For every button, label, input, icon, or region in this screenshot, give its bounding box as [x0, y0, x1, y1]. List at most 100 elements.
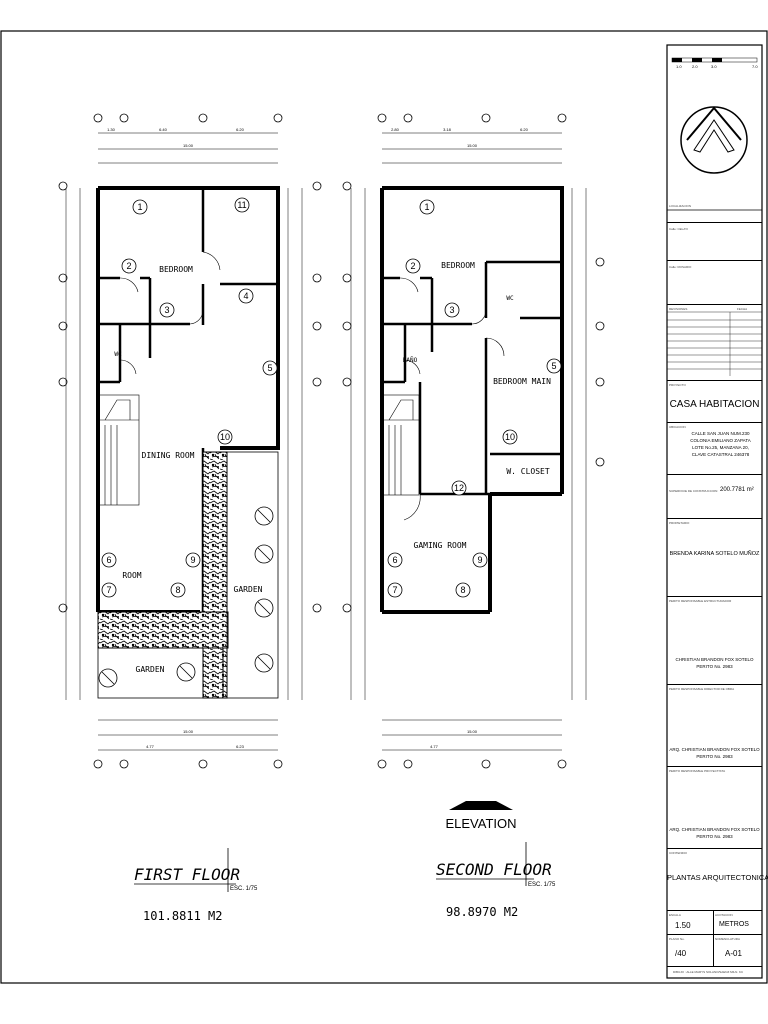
revisions-header: REVISIONES FECHA [667, 304, 762, 313]
second-floor-caption: SECOND FLOOR ESC. 1/75 98.8970 M2 [436, 842, 556, 919]
room-dining-room: DINING ROOM [142, 451, 195, 460]
address-line-3: LOTE No.25, MANZANA 20, [692, 445, 749, 450]
scale-label: ESCALA [669, 913, 681, 917]
date-label: FECHA [737, 307, 748, 311]
dim-top-1: 1.30 [107, 127, 116, 132]
dim-top-2: 6.40 [159, 127, 168, 132]
address-label: UBICACION [669, 425, 686, 429]
structural-name: CHRISTIAN BRANDON FOX SOTELO [675, 657, 754, 662]
location-map-icon [680, 106, 748, 174]
marker-2: 2 [126, 261, 131, 271]
construction-label: SUPERFICIE DE CONSTRUCCION: [669, 489, 719, 493]
dim-top-1: 2.80 [391, 127, 400, 132]
content-section: CONTENIDO PLANTAS ARQUITECTONICAS [667, 848, 768, 911]
street2-label: Calle: ROSARIO [669, 265, 692, 269]
content-value: PLANTAS ARQUITECTONICAS [667, 873, 768, 882]
sheet-label: PLANO No. [669, 937, 685, 941]
room-w-closet: W. CLOSET [506, 467, 550, 476]
footer-section: DIBUJO : ALLE MARYS SOLANO/SAENZ MILN. K… [667, 966, 762, 979]
dim-bottom-total: 15.00 [467, 729, 478, 734]
second-floor-area: 98.8970 M2 [446, 905, 518, 919]
address-line-4: CLAVE CATASTRAL 246378 [691, 452, 750, 457]
dim-bottom-2: 6.23 [236, 744, 245, 749]
location-section: LOCALIZACION [667, 200, 762, 222]
street2-section: Calle: ROSARIO [667, 260, 762, 305]
dim-bottom-1: 4.77 [430, 744, 439, 749]
revisions-label: REVISIONES [669, 307, 688, 311]
marker-4: 4 [243, 291, 248, 301]
location-label: LOCALIZACION [669, 204, 692, 208]
room-bedroom: BEDROOM [441, 261, 475, 270]
room-garden-right: GARDEN [234, 585, 263, 594]
room-gaming-room: GAMING ROOM [414, 541, 467, 550]
elevation-arrow-icon [449, 801, 513, 810]
address-line-2: COLONIA EMILIANO ZAPATA [690, 438, 751, 443]
scale-bar-label-2: 2.0 [692, 64, 698, 69]
owner-section: PROPIETARIO BRENDA KARINA SOTELO MUÑOZ [667, 518, 762, 597]
structural-label: PERITO RESPONSABLE ESTRUCTURADOR [669, 599, 732, 603]
room-bano: BAÑO [403, 357, 418, 364]
first-floor-area: 101.8811 M2 [143, 909, 222, 923]
marker-8: 8 [175, 585, 180, 595]
scale-section: ESCALA 1.50 ACOTACION METROS [667, 910, 762, 935]
architect-perito: PERITO No. 2983 [696, 834, 733, 839]
director-perito: PERITO No. 2983 [696, 754, 733, 759]
elevation-label: ELEVATION [445, 816, 516, 831]
room-bedroom-1: BEDROOM [159, 265, 193, 274]
marker-1: 1 [424, 202, 429, 212]
units-value: METROS [719, 921, 749, 928]
project-title: CASA HABITACION [669, 399, 760, 410]
marker-6: 6 [106, 555, 111, 565]
marker-2: 2 [410, 261, 415, 271]
scale-value: 1.50 [675, 921, 691, 930]
title-block-frame [666, 44, 763, 979]
key-value: A-01 [725, 949, 742, 958]
first-floor-caption: FIRST FLOOR ESC. 1/75 101.8811 M2 [134, 848, 258, 923]
room-room: ROOM [122, 571, 141, 580]
marker-5: 5 [267, 363, 272, 373]
marker-10: 10 [505, 432, 515, 442]
scale-bar: 1.0 2.0 3.0 7.0 [671, 57, 758, 69]
marker-1: 1 [137, 202, 142, 212]
sheet-value: /40 [675, 949, 687, 958]
room-wc-2: WC [506, 295, 514, 302]
project-label: PROYECTO [669, 383, 686, 387]
marker-3: 3 [164, 305, 169, 315]
street1-section: Calle: CELAYI [667, 222, 762, 261]
architect-label: PERITO RESPONSABLE PROYECTISTA [669, 769, 726, 773]
director-label: PERITO RESPONSABLE DIRECTOR DE OBRA [669, 687, 735, 691]
first-floor-title: FIRST FLOOR [134, 865, 240, 884]
first-floor-scale: ESC. 1/75 [230, 886, 258, 892]
scale-bar-label-3: 3.0 [711, 64, 717, 69]
construction-area: 200.7781 m² [720, 487, 754, 493]
revisions-table [667, 311, 762, 376]
dim-top-3: 6.20 [520, 127, 529, 132]
marker-6: 6 [392, 555, 397, 565]
marker-7: 7 [392, 585, 397, 595]
marker-8: 8 [460, 585, 465, 595]
structural-section: PERITO RESPONSABLE ESTRUCTURADOR CHRISTI… [667, 596, 762, 685]
room-garden-bottom: GARDEN [136, 665, 165, 674]
architect-section: PERITO RESPONSABLE PROYECTISTA ARQ. CHRI… [667, 766, 762, 847]
units-label: ACOTACION [715, 913, 733, 917]
scale-bar-label-4: 7.0 [752, 64, 758, 69]
first-floor-plan: 1 11 2 3 4 5 10 6 7 9 8 BEDROOM DINING R… [58, 113, 322, 769]
scale-bar-label-1: 1.0 [676, 64, 682, 69]
second-floor-plan: 1 2 3 5 10 12 6 7 9 8 BEDROOM BEDROOM MA… [342, 113, 605, 769]
marker-9: 9 [190, 555, 195, 565]
owner-name: BRENDA KARINA SOTELO MUÑOZ [669, 551, 760, 557]
dim-bottom-1: 4.77 [146, 744, 155, 749]
address-section: UBICACION CALLE SAN JUAN NUM.230 COLONIA… [667, 422, 762, 475]
second-floor-title: SECOND FLOOR [436, 860, 552, 879]
room-bedroom-main: BEDROOM MAIN [493, 377, 551, 386]
second-floor-scale: ESC. 1/75 [528, 882, 556, 888]
construction-section: SUPERFICIE DE CONSTRUCCION: 200.7781 m² [667, 474, 762, 519]
marker-5: 5 [551, 361, 556, 371]
dim-bottom-total: 15.00 [183, 729, 194, 734]
owner-label: PROPIETARIO [669, 521, 690, 525]
room-wc-1: WC [114, 351, 122, 358]
marker-10: 10 [220, 432, 230, 442]
architect-name: ARQ. CHRISTIAN BRANDON FOX SOTELO [669, 827, 760, 832]
address-line-1: CALLE SAN JUAN NUM.230 [691, 431, 750, 436]
marker-3: 3 [449, 305, 454, 315]
